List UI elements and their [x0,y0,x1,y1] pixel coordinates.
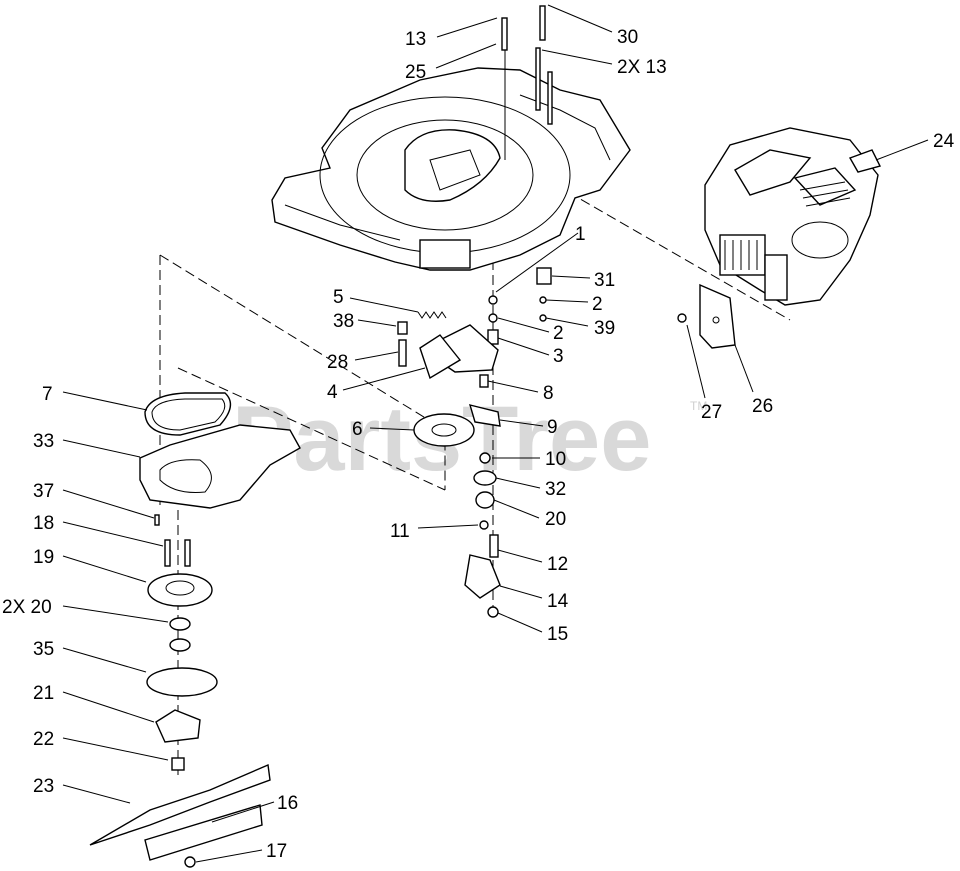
callout-17: 17 [266,841,287,862]
height-adjuster-column [419,267,552,618]
callout-35: 35 [33,639,54,660]
callout-6: 6 [352,419,363,440]
callout-2b: 2 [553,323,564,344]
callout-12: 12 [547,554,568,575]
callout-19: 19 [33,547,54,568]
callout-32: 32 [545,479,566,500]
callout-leader-lines [62,4,929,863]
engine-bracket [677,283,736,349]
callout-11: 11 [390,521,410,542]
callout-27: 27 [701,402,722,423]
callout-4: 4 [327,382,338,403]
callout-labels: 13 30 25 2X 13 24 1 31 2 2 39 3 5 38 28 … [2,27,955,862]
callout-38: 38 [333,311,354,332]
callout-30: 30 [617,27,638,48]
callout-2x20: 2X 20 [2,597,52,618]
callout-9: 9 [547,417,558,438]
callout-3: 3 [553,346,564,367]
callout-33: 33 [33,431,54,452]
callout-21: 21 [33,683,54,704]
callout-5: 5 [333,287,344,308]
callout-37: 37 [33,481,54,502]
drive-belt [144,392,232,436]
pulley-plate [413,413,475,447]
callout-22: 22 [33,729,54,750]
callout-31: 31 [594,270,615,291]
callout-2a: 2 [592,294,603,315]
callout-39: 39 [594,318,615,339]
deck-bolts [501,5,553,160]
callout-2x13: 2X 13 [617,57,667,78]
blade-stack [89,514,271,868]
callout-24: 24 [933,131,955,152]
callout-23: 23 [33,776,54,797]
callout-10: 10 [545,449,566,470]
spring-and-pin [397,311,447,367]
callout-1: 1 [575,224,586,245]
callout-26: 26 [752,396,773,417]
callout-7: 7 [42,384,53,405]
callout-13a: 13 [405,29,426,50]
engine [704,127,882,306]
callout-18: 18 [33,513,54,534]
callout-20: 20 [545,509,566,530]
callout-28: 28 [327,352,348,373]
callout-8: 8 [543,383,554,404]
mower-deck-housing [271,67,631,271]
belt-cover [139,424,301,509]
callout-15: 15 [547,624,568,645]
callout-25: 25 [405,62,426,83]
callout-16: 16 [277,793,298,814]
watermark-trademark: TM [690,399,707,413]
callout-14: 14 [547,591,569,612]
